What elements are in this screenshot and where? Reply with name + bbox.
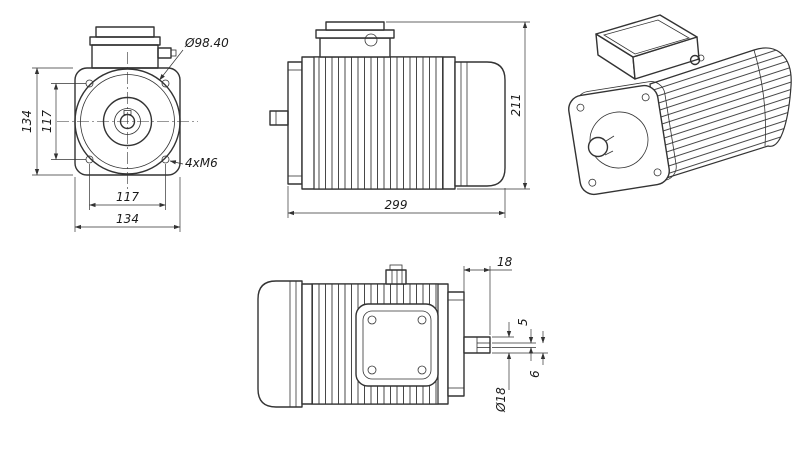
iso-bolt-hole — [576, 103, 585, 112]
dim-shaft-length: 18 — [463, 255, 513, 335]
dim-text-spigot-diameter: Ø98.40 — [184, 36, 229, 50]
top-view: 18 5 6 Ø18 — [257, 255, 548, 413]
iso-bolt-hole — [641, 93, 650, 102]
leader-line — [159, 49, 184, 81]
iso-flange — [568, 84, 670, 196]
terminal-box-side — [315, 21, 395, 58]
lid-screw — [417, 315, 427, 325]
iso-motor-body — [649, 47, 792, 181]
cable-gland-tip — [170, 49, 177, 57]
dim-key-width: 5 — [492, 318, 536, 361]
dim-shaft-diameter: Ø18 — [492, 322, 514, 413]
dim-text-outer-height: 134 — [20, 110, 34, 133]
dim-height: 211 — [386, 21, 530, 190]
flange-plate-top — [447, 291, 465, 397]
iso-box-lid-seam — [603, 19, 691, 55]
lid-screw — [364, 33, 378, 47]
iso-flange-face — [568, 84, 670, 196]
dim-outer-height: 134 — [20, 67, 73, 176]
iso-rear-contour — [753, 49, 766, 147]
fan-cover-top — [257, 280, 303, 408]
iso-shaft-end — [587, 136, 609, 158]
dim-text-key-depth: 6 — [528, 370, 542, 378]
front-view: 134 117 117 134 Ø98.40 4xM6 — [20, 26, 229, 232]
terminal-box-lid — [89, 36, 161, 46]
iso-cable-gland — [689, 54, 701, 66]
dim-text-outer-width: 134 — [116, 212, 139, 226]
iso-shaft-edge — [604, 150, 614, 156]
bolt-hole — [161, 79, 170, 88]
gland-body — [385, 269, 407, 285]
dim-text-height: 211 — [509, 94, 523, 117]
shaft-side — [269, 110, 289, 126]
iso-cable-gland-tip — [697, 54, 705, 62]
side-view: 299 211 — [269, 21, 530, 218]
fan-cover — [454, 61, 506, 187]
dim-text-length: 299 — [385, 198, 408, 212]
dim-inner-height: 117 — [40, 83, 86, 160]
dim-key-depth: 6 — [492, 331, 548, 378]
dim-bolt-holes: 4xM6 — [169, 156, 218, 170]
iso-terminal-box — [595, 14, 705, 80]
lid-screw — [367, 365, 377, 375]
terminal-box-front — [89, 26, 177, 69]
terminal-box-lid-top — [355, 303, 439, 387]
dim-text-bolt-holes: 4xM6 — [185, 156, 218, 170]
terminal-box-cover — [95, 26, 155, 38]
gland-cap — [389, 264, 403, 271]
iso-box-top-face — [595, 14, 698, 58]
cooling-fins — [313, 56, 444, 190]
leader-line — [169, 160, 184, 165]
iso-bolt-hole — [588, 178, 597, 187]
terminal-box-lid — [315, 29, 395, 39]
iso-shaft-edge — [605, 135, 615, 142]
dim-text-inner-height: 117 — [40, 110, 54, 133]
isometric-view — [568, 14, 792, 196]
iso-bolt-hole — [653, 168, 662, 177]
dim-spigot-diameter: Ø98.40 — [159, 36, 229, 81]
dim-length: 299 — [287, 186, 506, 218]
lid-screw — [367, 315, 377, 325]
terminal-box-lid-seam — [362, 310, 432, 380]
terminal-box-body — [91, 44, 159, 69]
dim-text-shaft-diameter: Ø18 — [494, 387, 508, 413]
dim-inner-width: 117 — [89, 164, 166, 210]
dim-text-key-width: 5 — [516, 318, 530, 326]
terminal-box-top — [355, 303, 439, 387]
flange-plate — [287, 61, 303, 185]
dim-text-inner-width: 117 — [116, 190, 139, 204]
dim-text-shaft-length: 18 — [497, 255, 513, 269]
lid-screw — [417, 365, 427, 375]
cable-gland — [157, 47, 172, 59]
terminal-box-cover — [325, 21, 385, 31]
bolt-hole — [161, 155, 170, 164]
cable-gland-top — [385, 264, 407, 285]
terminal-box-body — [319, 37, 391, 58]
dim-outer-width: 134 — [74, 177, 181, 232]
